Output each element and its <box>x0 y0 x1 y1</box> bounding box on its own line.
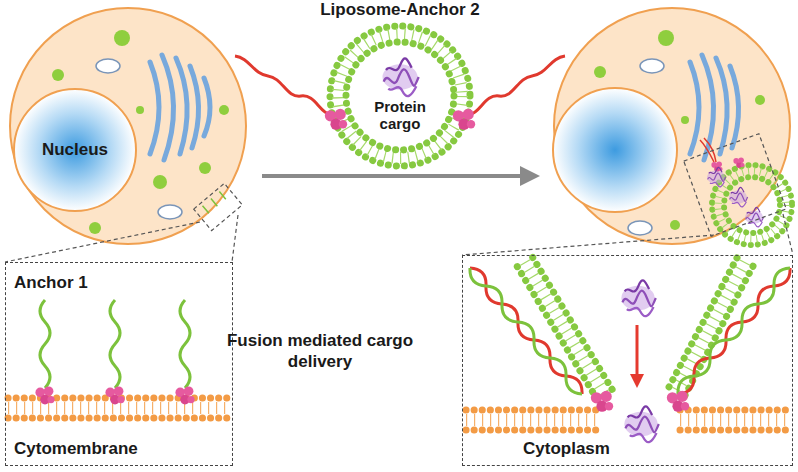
leader-line <box>5 222 200 262</box>
anchor-1 <box>175 386 194 404</box>
fusing-liposome <box>729 187 748 206</box>
fusion-pore <box>470 268 582 394</box>
node-text: Cytoplasm <box>523 439 610 459</box>
anchor-1 <box>180 300 190 388</box>
vesicle <box>219 105 229 115</box>
anchor-head <box>453 109 475 130</box>
endoplasmic-reticulum <box>204 78 210 136</box>
vesicle <box>755 95 765 105</box>
fusion-pore <box>470 268 582 394</box>
endoplasmic-reticulum <box>190 66 199 148</box>
vesicle <box>594 66 606 78</box>
lipid-bilayer <box>346 42 454 150</box>
caption-label: Fusion mediated cargo delivery <box>225 330 415 372</box>
zoom-box <box>684 134 787 237</box>
fusing-liposome <box>745 207 764 226</box>
node-text: Protein cargo <box>360 98 440 132</box>
fusing-liposome <box>718 171 786 239</box>
endoplasmic-reticulum <box>730 66 739 148</box>
leader-line <box>783 214 793 255</box>
vesicle <box>670 220 680 230</box>
vesicle <box>89 222 101 234</box>
vesicle <box>681 116 689 124</box>
fusion-pore <box>624 406 658 442</box>
anchor-1 <box>105 386 124 404</box>
fusing-liposome <box>724 177 780 233</box>
fusion-pore <box>636 325 639 375</box>
node-text: Anchor 1 <box>14 273 88 293</box>
fusion-pore <box>591 391 613 412</box>
node-text: Cytomembrane <box>14 439 138 459</box>
vesicle <box>594 30 765 230</box>
fusion-pore <box>678 268 790 394</box>
left-cell <box>5 8 246 262</box>
left-cell <box>10 8 246 244</box>
node-text: Nucleus <box>13 140 137 160</box>
nucleus: Nucleus <box>13 88 137 212</box>
fusing-liposome <box>700 138 792 245</box>
mitochondrion <box>640 59 664 73</box>
process-arrow <box>262 174 522 178</box>
vesicle <box>114 30 130 46</box>
cytomembrane-bilayer <box>8 415 230 422</box>
anchor-1 <box>35 386 54 404</box>
fusion-pore <box>630 374 644 388</box>
endoplasmic-reticulum <box>150 62 159 154</box>
vesicle <box>199 162 211 174</box>
right-cell <box>554 8 790 244</box>
mitochondrion <box>158 205 182 219</box>
node-text: Liposome-Anchor 2 <box>300 0 500 20</box>
inset-box: Anchor 1 Cytomembrane <box>5 262 233 466</box>
fusing-liposome <box>707 167 726 186</box>
mitochondrion <box>628 221 652 235</box>
mitochondrion <box>628 59 664 235</box>
lipid-bilayer <box>338 34 462 158</box>
fusion-pore <box>678 268 790 394</box>
endoplasmic-reticulum <box>716 58 727 154</box>
anchor-1 <box>110 300 120 388</box>
zoom-box <box>684 134 787 237</box>
leader-line <box>5 215 238 262</box>
leader-line <box>462 235 714 255</box>
anchor-2 <box>466 56 565 116</box>
liposome: Liposome-Anchor 2 Protein cargo <box>300 0 500 172</box>
mitochondrion <box>96 59 120 73</box>
anchor-1 <box>40 300 190 388</box>
endoplasmic-reticulum <box>690 62 699 154</box>
anchor-2 <box>235 56 334 116</box>
zoom-box <box>194 183 243 230</box>
endoplasmic-reticulum <box>162 55 174 160</box>
leader-line <box>232 215 238 262</box>
fusion-pore <box>517 257 753 399</box>
fusion-pore <box>466 257 792 442</box>
vesicle <box>658 30 674 46</box>
liposome-shape <box>300 0 500 172</box>
protein-cargo-icon <box>383 58 419 96</box>
nucleus <box>553 88 677 212</box>
endoplasmic-reticulum <box>150 55 210 160</box>
inset-box: Cytoplasm <box>462 255 793 466</box>
fusion-pore <box>466 257 792 430</box>
fusion-pore <box>466 407 792 414</box>
process-arrow <box>262 166 540 186</box>
leader-line <box>462 214 793 255</box>
zoom-box <box>203 192 226 214</box>
process-arrow <box>520 166 540 186</box>
vesicle <box>52 69 64 81</box>
fusing-liposome <box>733 157 744 168</box>
anchor-head <box>325 109 347 130</box>
endoplasmic-reticulum <box>176 58 187 154</box>
anchor-1 <box>40 300 50 388</box>
vesicle <box>153 175 167 189</box>
cytomembrane-bilayer <box>8 402 230 414</box>
fusion-pore <box>621 280 655 316</box>
anchor-1 <box>35 300 194 404</box>
vesicle <box>136 106 144 114</box>
zoom-box <box>194 183 243 230</box>
fusion-pore <box>667 391 689 412</box>
nucleus-outline <box>14 89 136 211</box>
lipid-bilayer <box>330 26 470 166</box>
right-cell <box>462 8 793 255</box>
